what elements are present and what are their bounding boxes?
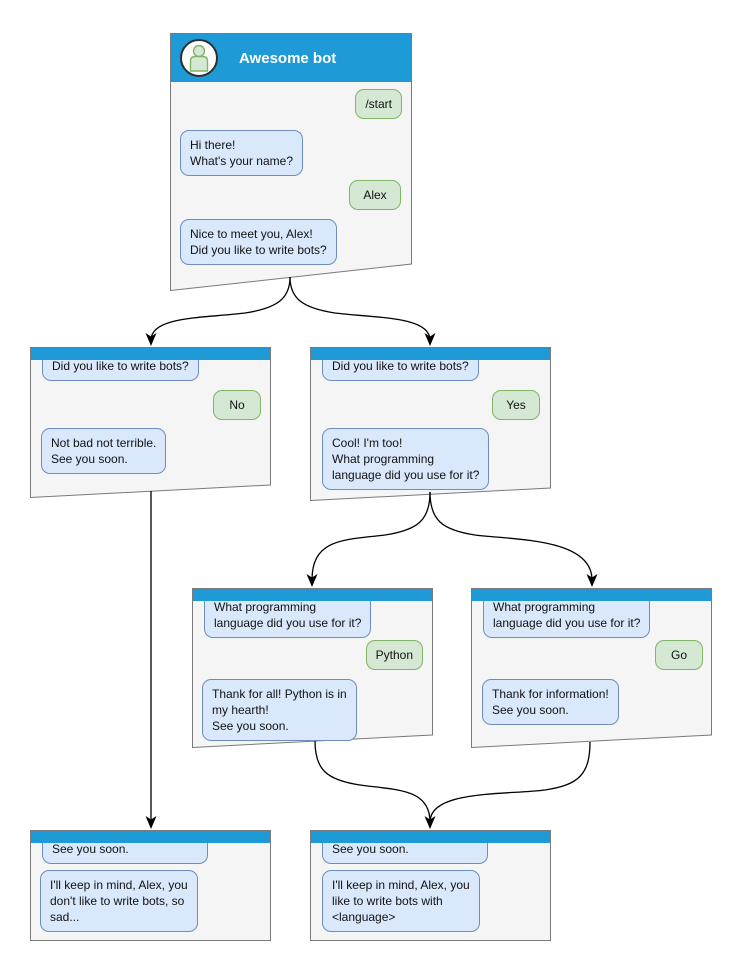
chat-window-branch-python: What programming language did you use fo… <box>192 588 433 748</box>
user-message-bubble: Yes <box>492 390 540 420</box>
chat-header <box>31 348 270 360</box>
chat-window-end-no: See you soon. I'll keep in mind, Alex, y… <box>30 830 271 941</box>
chat-window-branch-no: Did you like to write bots? No Not bad n… <box>30 347 271 498</box>
bot-message-bubble: Hi there! What's your name? <box>180 130 304 176</box>
arrowhead <box>145 816 157 829</box>
chat-window-main: Awesome bot /start Hi there! What's your… <box>170 33 412 291</box>
user-message-bubble: Alex <box>349 180 401 210</box>
bot-message-bubble: I'll keep in mind, Alex, you don't like … <box>40 870 198 932</box>
edge-yes-to-go <box>429 491 593 581</box>
arrowhead <box>306 574 318 587</box>
chat-window-end-yes: See you soon. I'll keep in mind, Alex, y… <box>310 830 551 941</box>
bot-avatar <box>180 39 218 77</box>
bot-message-bubble: Cool! I'm too! What programming language… <box>322 428 490 490</box>
chat-title: Awesome bot <box>239 49 337 67</box>
chat-header <box>472 589 711 601</box>
chat-header <box>193 589 432 601</box>
chat-header <box>311 348 550 360</box>
edge-go-to-end <box>429 741 591 823</box>
arrowhead <box>424 333 436 346</box>
edge-yes-to-python <box>311 491 431 581</box>
arrowhead <box>424 816 436 829</box>
edge-python-to-end <box>314 740 431 823</box>
arrowhead <box>586 574 598 587</box>
bot-message-bubble: Thank for all! Python is in my hearth! S… <box>202 679 357 741</box>
user-message-bubble: Python <box>365 640 423 670</box>
chat-header: Awesome bot <box>171 34 411 82</box>
arrowhead <box>145 333 157 346</box>
bot-message-bubble: Thank for information! See you soon. <box>482 679 619 725</box>
chat-window-branch-yes: Did you like to write bots? Yes Cool! I'… <box>310 347 551 501</box>
user-message-bubble: No <box>213 390 261 420</box>
bot-message-bubble: Not bad not terrible. See you soon. <box>41 428 167 474</box>
user-message-bubble: /start <box>355 89 402 119</box>
chat-header <box>311 831 550 843</box>
chat-window-branch-go: What programming language did you use fo… <box>471 588 712 748</box>
user-message-bubble: Go <box>655 640 703 670</box>
bot-message-bubble: Nice to meet you, Alex! Did you like to … <box>180 219 337 265</box>
bot-message-bubble: I'll keep in mind, Alex, you like to wri… <box>322 870 480 932</box>
person-icon <box>189 44 209 72</box>
chat-header <box>31 831 270 843</box>
